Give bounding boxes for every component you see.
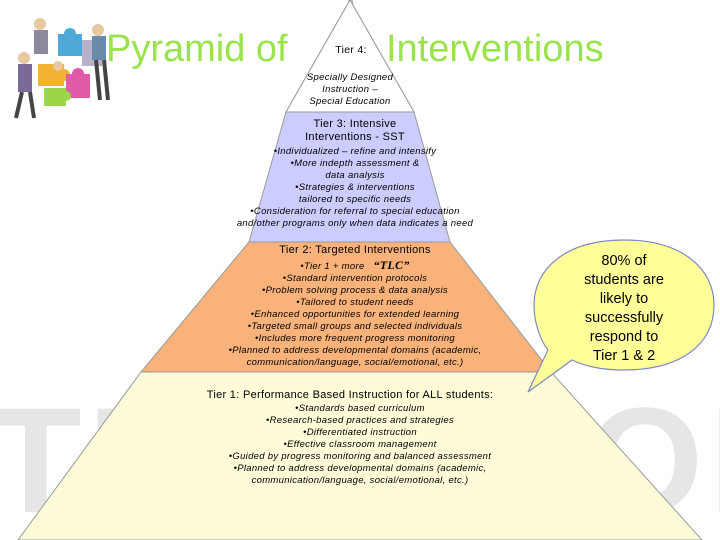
tier2-bullet: •Planned to address developmental domain… xyxy=(228,345,482,356)
tier2-bullet: •Targeted small groups and selected indi… xyxy=(247,321,463,332)
puzzle-team-clipart-icon xyxy=(14,18,110,119)
tier1-bullet: •Standards based curriculum xyxy=(295,403,425,414)
tier3-bullet: data analysis xyxy=(325,170,385,181)
callout-line: 80% of xyxy=(601,253,647,269)
tier3-heading: Tier 3: Intensive Interventions - SST xyxy=(270,118,440,144)
tier2-bullet: communication/language, social/emotional… xyxy=(246,357,464,368)
tier3-bullet: •More indepth assessment & xyxy=(290,158,420,169)
tier1-heading: Tier 1: Performance Based Instruction fo… xyxy=(206,389,494,401)
tier3-bullet: tailored to specific needs xyxy=(298,194,412,205)
tier4-line: Instruction – xyxy=(322,84,378,95)
page-title-right: Interventions xyxy=(386,28,604,70)
page-title-left: Pyramid of xyxy=(106,28,288,70)
tier1-bullet: •Research-based practices and strategies xyxy=(266,415,454,426)
callout-line: respond to xyxy=(589,329,659,345)
tier3-bullet: and/other programs only when data indica… xyxy=(236,218,474,229)
tier2-bullets: •Standard intervention protocols •Proble… xyxy=(200,273,510,369)
tier2-bullet: •Enhanced opportunities for extended lea… xyxy=(250,309,460,320)
callout-line: Tier 1 & 2 xyxy=(592,348,656,364)
tier2-ltc-label: “TLC” xyxy=(373,258,410,272)
tier2-bullet: •Standard intervention protocols xyxy=(282,273,428,284)
tier3-heading-line: Tier 3: Intensive xyxy=(313,118,397,130)
callout-bubble xyxy=(527,239,715,393)
tier3-bullet: •Individualized – refine and intensify xyxy=(273,146,437,157)
tier1-bullet: •Planned to address developmental domain… xyxy=(233,463,487,474)
tier2-bullet: •Includes more frequent progress monitor… xyxy=(255,333,455,344)
tier1-bullet: •Guided by progress monitoring and balan… xyxy=(228,451,492,462)
tier2-bullet: •Tailored to student needs xyxy=(296,297,414,308)
tier4-line: Special Education xyxy=(309,96,391,107)
tier3-heading-line: Interventions - SST xyxy=(305,131,405,143)
tier1-bullet: communication/language, social/emotional… xyxy=(251,475,469,486)
tier2-first-bullet: •Tier 1 + more xyxy=(300,261,365,272)
tier2-bullet: •Problem solving process & data analysis xyxy=(262,285,448,296)
tier4-line: Specially Designed xyxy=(306,72,394,83)
tier1-bullet: •Differentiated instruction xyxy=(303,427,417,438)
tier3-bullet: •Consideration for referral to special e… xyxy=(250,206,460,217)
tier4-description: Specially Designed Instruction – Special… xyxy=(290,72,410,108)
tier3-bullet: •Strategies & interventions xyxy=(295,182,415,193)
callout-line: successfully xyxy=(584,310,664,326)
tier1-bullets: •Standards based curriculum •Research-ba… xyxy=(180,403,540,487)
tier4-label: Tier 4: xyxy=(335,44,367,56)
callout-line: students are xyxy=(584,272,664,288)
tier2-heading: Tier 2: Targeted Interventions xyxy=(279,244,431,256)
tier3-bullets: •Individualized – refine and intensify •… xyxy=(220,146,490,230)
tier1-bullet: •Effective classroom management xyxy=(283,439,437,450)
tier2-first-bullet-row: •Tier 1 + more “TLC” xyxy=(230,259,480,273)
callout-text: 80% of students are likely to successful… xyxy=(566,252,682,366)
callout-line: likely to xyxy=(599,291,649,307)
